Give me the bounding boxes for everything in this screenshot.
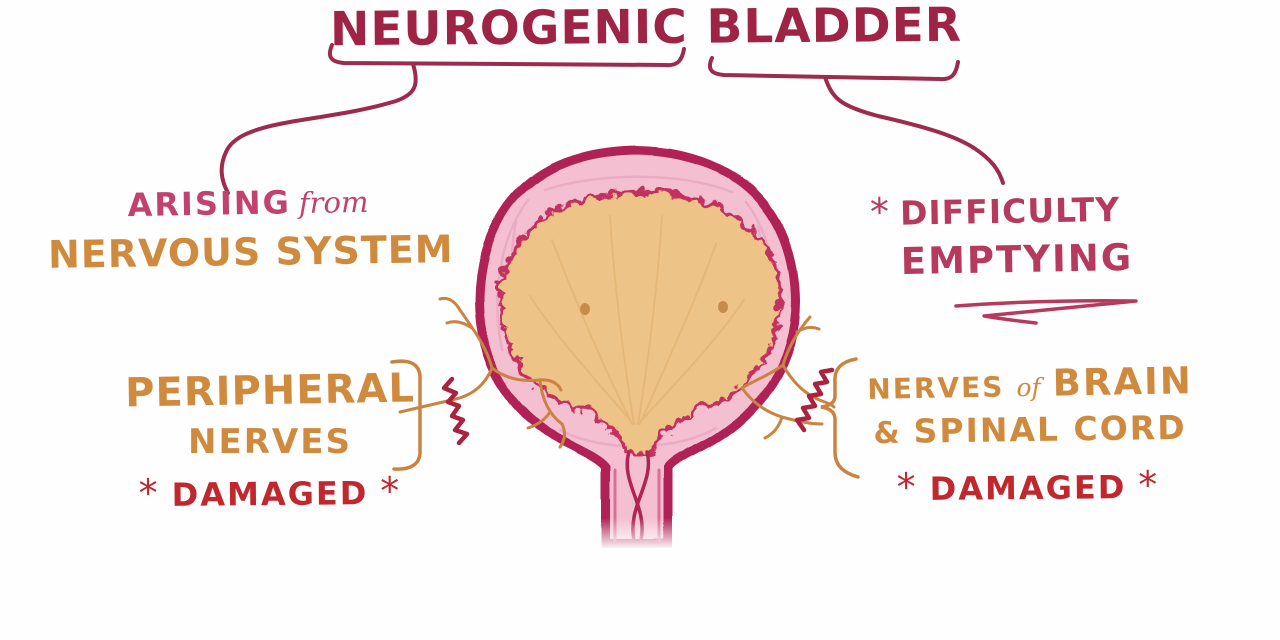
- ureteral-orifice-left: [580, 303, 590, 315]
- symptom-note-line1: *DIFFICULTY: [850, 185, 1141, 234]
- damaged-asterisk-right: *: [380, 468, 402, 514]
- damaged-nerve-squiggle-left-icon: [441, 376, 470, 446]
- central-damaged-text: * DAMAGED *: [848, 462, 1208, 509]
- urethra-fade: [596, 518, 680, 550]
- brain-text: BRAIN: [1052, 359, 1194, 405]
- nerve-branches-left: [398, 296, 566, 449]
- difficulty-asterisk: *: [869, 189, 891, 235]
- central-nerves-text: NERVES: [867, 370, 1005, 406]
- label-bracket-right: [820, 357, 860, 479]
- damaged-nerve-squiggle-right-icon: [794, 367, 835, 433]
- damaged-asterisk-left2: *: [896, 464, 918, 510]
- emptying-underline: [954, 299, 1138, 325]
- central-label-line2: & SPINAL CORD: [855, 408, 1206, 452]
- connector-curve-right: [823, 75, 1005, 185]
- label-bracket-left: [390, 359, 422, 471]
- of-text: of: [1016, 372, 1041, 403]
- ampersand-text: &: [873, 415, 900, 452]
- title-word-bladder: BLADDER: [706, 0, 963, 55]
- peripheral-nerves-text: NERVES: [188, 422, 352, 462]
- difficulty-text: DIFFICULTY: [899, 189, 1121, 233]
- spinal-cord-text: SPINAL CORD: [913, 407, 1187, 451]
- emptying-text: EMPTYING: [900, 235, 1134, 284]
- peripheral-text: PERIPHERAL: [124, 365, 416, 417]
- central-label-line1: NERVES of BRAIN: [855, 359, 1206, 408]
- nervous-system-text: NERVOUS SYSTEM: [47, 227, 454, 277]
- bladder-interior-streaks: [529, 215, 745, 425]
- arising-text: ARISING: [127, 183, 292, 225]
- connector-curve-left: [219, 62, 418, 195]
- title-underline-right: [707, 56, 960, 82]
- peripheral-damaged-text: * DAMAGED *: [90, 468, 450, 515]
- ureteral-orifice-right: [718, 301, 728, 313]
- bladder-lining: [493, 185, 779, 453]
- page-title: NEUROGENIC BLADDER: [330, 0, 962, 57]
- damaged-word: DAMAGED: [171, 474, 369, 514]
- damaged-word2: DAMAGED: [929, 468, 1127, 508]
- title-word-neurogenic: NEUROGENIC: [329, 0, 688, 58]
- title-underline-left: [327, 43, 686, 68]
- damaged-asterisk-right2: *: [1138, 462, 1160, 508]
- damaged-asterisk-left: *: [138, 470, 160, 516]
- from-text: from: [298, 184, 369, 221]
- bladder: [474, 145, 800, 550]
